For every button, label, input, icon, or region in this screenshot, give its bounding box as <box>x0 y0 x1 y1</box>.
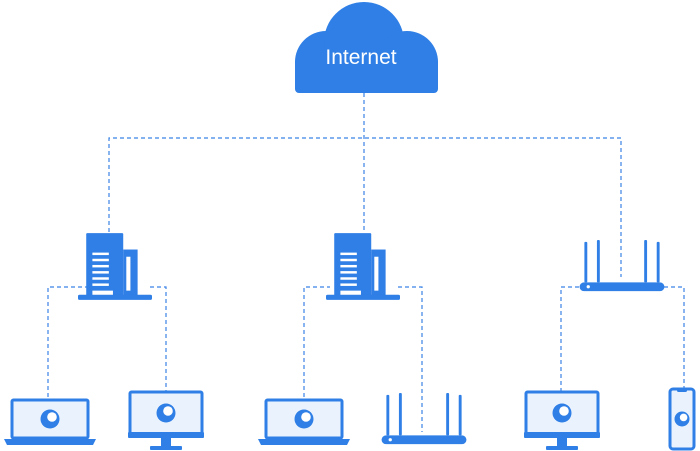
wifi-router-icon <box>381 393 467 445</box>
link-building-left-laptop <box>47 286 88 397</box>
connections <box>47 93 685 432</box>
laptop-icon <box>258 398 350 447</box>
link-building-center-router <box>398 286 423 432</box>
link-router-right-desktop <box>560 286 582 392</box>
office-building-icon <box>326 233 400 300</box>
office-building-icon <box>78 233 152 300</box>
desktop-monitor-icon <box>128 390 204 451</box>
cloud-label: Internet <box>325 46 396 69</box>
cloud-icon <box>295 2 438 93</box>
desktop-monitor-icon <box>524 390 600 451</box>
link-internet-side-branches <box>108 137 622 277</box>
link-building-center-laptop <box>303 286 330 397</box>
internet-cloud: Internet <box>295 2 438 93</box>
laptop-icon <box>4 398 96 447</box>
link-building-left-desktop <box>150 286 167 397</box>
wifi-router-icon <box>579 240 665 292</box>
link-router-right-phone <box>664 286 685 390</box>
smartphone-icon <box>668 387 696 451</box>
